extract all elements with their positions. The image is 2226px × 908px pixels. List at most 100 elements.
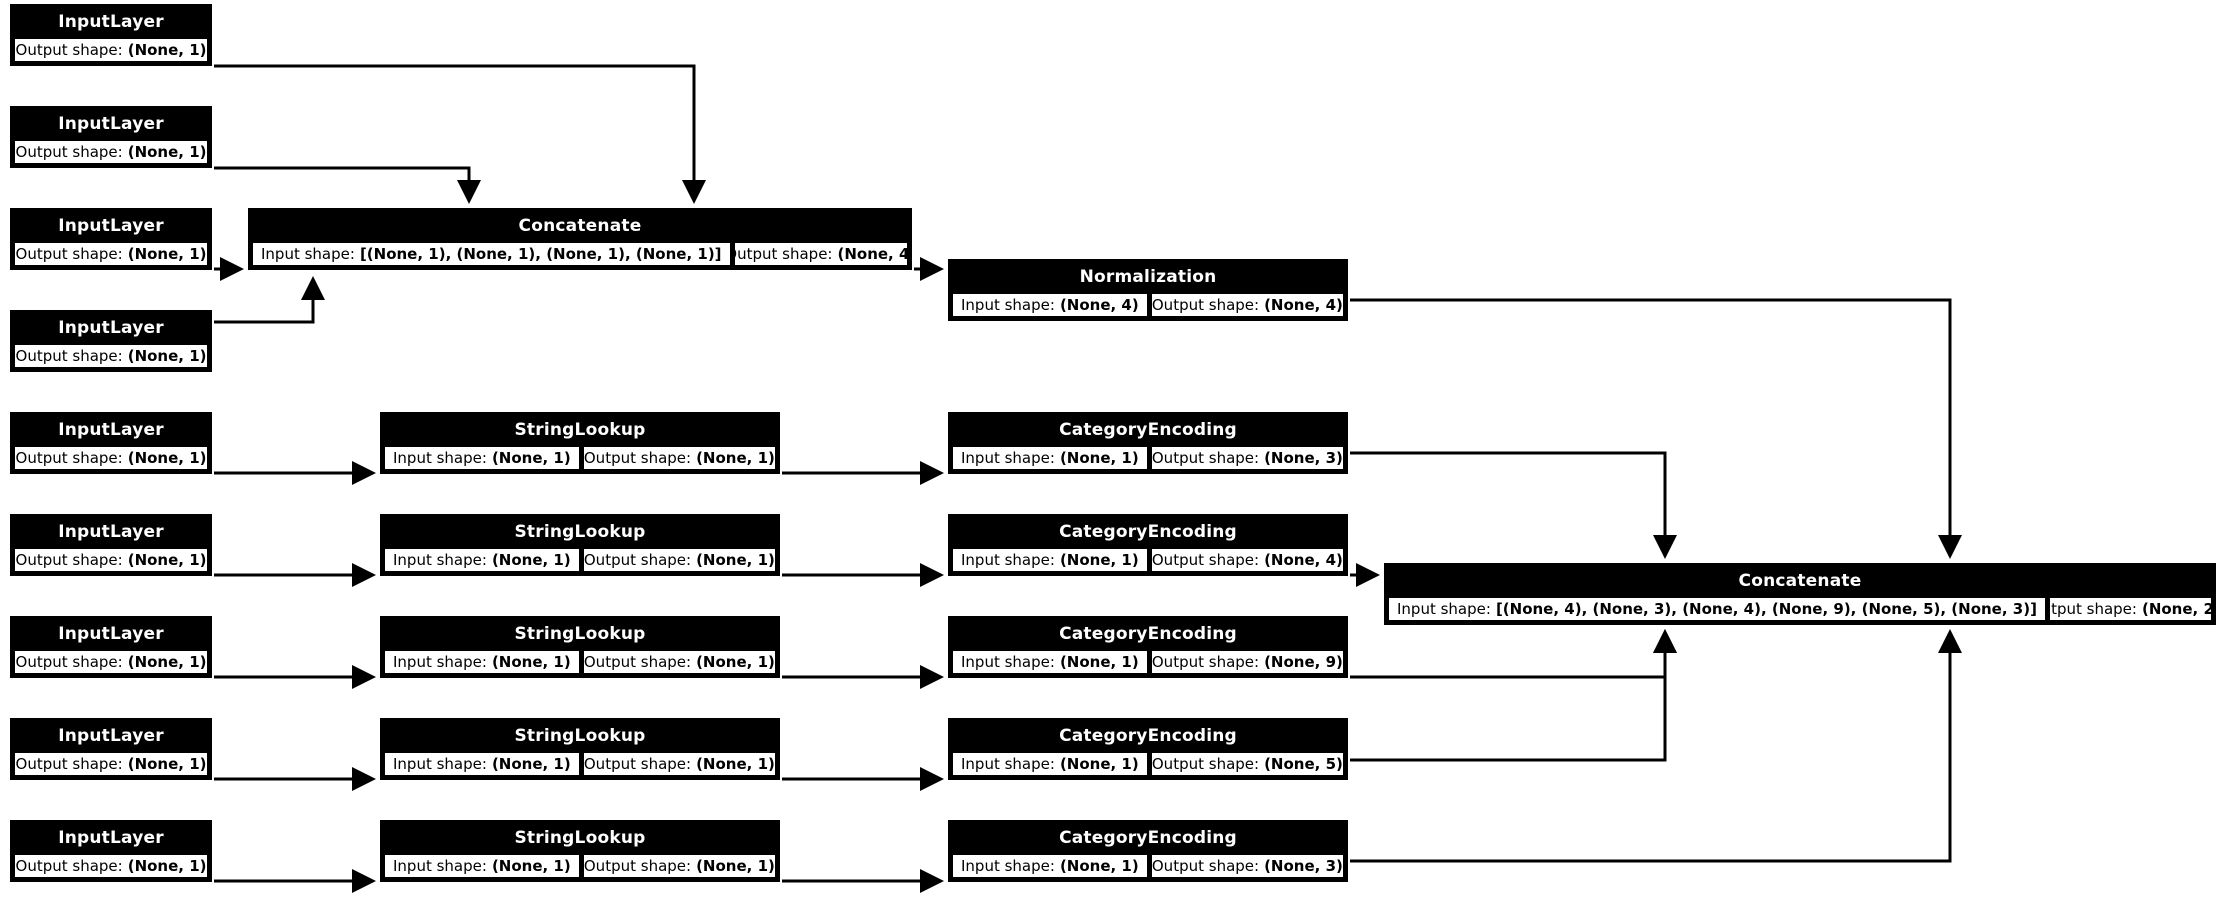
layer-shapes-encode_1: Input shape:(None, 1)Output shape:(None,… bbox=[950, 446, 1346, 472]
layer-shapes-input_4: Output shape:(None, 1) bbox=[12, 344, 210, 370]
input-shape-encode_1: Input shape:(None, 1) bbox=[952, 446, 1148, 470]
output-shape-encode_4: Output shape:(None, 5) bbox=[1150, 752, 1344, 776]
edge-norm_1-to-concat_2 bbox=[1350, 298, 1962, 559]
output-shape-input_7: Output shape:(None, 1) bbox=[14, 650, 208, 674]
layer-shapes-lookup_2: Input shape:(None, 1)Output shape:(None,… bbox=[382, 548, 778, 574]
layer-title-input_9: InputLayer bbox=[12, 822, 210, 854]
input-shape-encode_3: Input shape:(None, 1) bbox=[952, 650, 1148, 674]
input-shape-concat_1: Input shape:[(None, 1), (None, 1), (None… bbox=[252, 242, 731, 266]
layer-title-input_1: InputLayer bbox=[12, 6, 210, 38]
layer-shapes-input_1: Output shape:(None, 1) bbox=[12, 38, 210, 64]
output-shape-input_2: Output shape:(None, 1) bbox=[14, 140, 208, 164]
layer-title-encode_2: CategoryEncoding bbox=[950, 516, 1346, 548]
layer-shapes-encode_2: Input shape:(None, 1)Output shape:(None,… bbox=[950, 548, 1346, 574]
input-shape-concat_2: Input shape:[(None, 4), (None, 3), (None… bbox=[1388, 597, 2046, 621]
layer-title-encode_4: CategoryEncoding bbox=[950, 720, 1346, 752]
output-shape-lookup_5: Output shape:(None, 1) bbox=[582, 854, 776, 878]
output-shape-encode_3: Output shape:(None, 9) bbox=[1150, 650, 1344, 674]
edge-encode_5-to-concat_2 bbox=[1350, 629, 1962, 863]
layer-shapes-lookup_3: Input shape:(None, 1)Output shape:(None,… bbox=[382, 650, 778, 676]
layer-title-input_2: InputLayer bbox=[12, 108, 210, 140]
layer-shapes-encode_3: Input shape:(None, 1)Output shape:(None,… bbox=[950, 650, 1346, 676]
output-shape-encode_2: Output shape:(None, 4) bbox=[1150, 548, 1344, 572]
layer-title-lookup_4: StringLookup bbox=[382, 720, 778, 752]
input-shape-lookup_5: Input shape:(None, 1) bbox=[384, 854, 580, 878]
layer-title-lookup_2: StringLookup bbox=[382, 516, 778, 548]
output-shape-lookup_2: Output shape:(None, 1) bbox=[582, 548, 776, 572]
layer-shapes-concat_1: Input shape:[(None, 1), (None, 1), (None… bbox=[250, 242, 910, 268]
output-shape-encode_5: Output shape:(None, 3) bbox=[1150, 854, 1344, 878]
input-shape-lookup_1: Input shape:(None, 1) bbox=[384, 446, 580, 470]
layer-shapes-input_3: Output shape:(None, 1) bbox=[12, 242, 210, 268]
layer-title-input_4: InputLayer bbox=[12, 312, 210, 344]
layer-title-input_8: InputLayer bbox=[12, 720, 210, 752]
output-shape-lookup_1: Output shape:(None, 1) bbox=[582, 446, 776, 470]
layer-shapes-input_7: Output shape:(None, 1) bbox=[12, 650, 210, 676]
edge-input_4-to-concat_1 bbox=[214, 276, 325, 324]
layer-title-lookup_1: StringLookup bbox=[382, 414, 778, 446]
layer-shapes-input_8: Output shape:(None, 1) bbox=[12, 752, 210, 778]
layer-shapes-concat_2: Input shape:[(None, 4), (None, 3), (None… bbox=[1386, 597, 2214, 623]
output-shape-encode_1: Output shape:(None, 3) bbox=[1150, 446, 1344, 470]
output-shape-input_5: Output shape:(None, 1) bbox=[14, 446, 208, 470]
layer-shapes-lookup_5: Input shape:(None, 1)Output shape:(None,… bbox=[382, 854, 778, 880]
output-shape-input_9: Output shape:(None, 1) bbox=[14, 854, 208, 878]
edge-input_1-to-concat_1 bbox=[214, 64, 706, 204]
edge-input_2-to-concat_1 bbox=[214, 166, 481, 204]
layer-title-lookup_5: StringLookup bbox=[382, 822, 778, 854]
output-shape-input_6: Output shape:(None, 1) bbox=[14, 548, 208, 572]
output-shape-norm_1: Output shape:(None, 4) bbox=[1150, 293, 1344, 317]
output-shape-input_4: Output shape:(None, 1) bbox=[14, 344, 208, 368]
layer-title-lookup_3: StringLookup bbox=[382, 618, 778, 650]
input-shape-lookup_3: Input shape:(None, 1) bbox=[384, 650, 580, 674]
layer-title-norm_1: Normalization bbox=[950, 261, 1346, 293]
edge-encode_3-to-concat_2 bbox=[1350, 629, 1677, 679]
input-shape-lookup_4: Input shape:(None, 1) bbox=[384, 752, 580, 776]
output-shape-input_1: Output shape:(None, 1) bbox=[14, 38, 208, 62]
layer-title-input_5: InputLayer bbox=[12, 414, 210, 446]
edge-encode_1-to-concat_2 bbox=[1350, 451, 1677, 559]
input-shape-encode_5: Input shape:(None, 1) bbox=[952, 854, 1148, 878]
input-shape-encode_4: Input shape:(None, 1) bbox=[952, 752, 1148, 776]
layer-shapes-input_2: Output shape:(None, 1) bbox=[12, 140, 210, 166]
output-shape-lookup_3: Output shape:(None, 1) bbox=[582, 650, 776, 674]
input-shape-encode_2: Input shape:(None, 1) bbox=[952, 548, 1148, 572]
input-shape-lookup_2: Input shape:(None, 1) bbox=[384, 548, 580, 572]
layer-shapes-norm_1: Input shape:(None, 4)Output shape:(None,… bbox=[950, 293, 1346, 319]
layer-shapes-encode_4: Input shape:(None, 1)Output shape:(None,… bbox=[950, 752, 1346, 778]
output-shape-input_8: Output shape:(None, 1) bbox=[14, 752, 208, 776]
layer-title-input_3: InputLayer bbox=[12, 210, 210, 242]
output-shape-concat_1: Output shape:(None, 4) bbox=[733, 242, 908, 266]
layer-title-input_7: InputLayer bbox=[12, 618, 210, 650]
layer-shapes-lookup_4: Input shape:(None, 1)Output shape:(None,… bbox=[382, 752, 778, 778]
output-shape-concat_2: Output shape:(None, 28) bbox=[2048, 597, 2212, 621]
layer-title-concat_1: Concatenate bbox=[250, 210, 910, 242]
input-shape-norm_1: Input shape:(None, 4) bbox=[952, 293, 1148, 317]
layer-title-input_6: InputLayer bbox=[12, 516, 210, 548]
layer-title-encode_5: CategoryEncoding bbox=[950, 822, 1346, 854]
layer-title-concat_2: Concatenate bbox=[1386, 565, 2214, 597]
